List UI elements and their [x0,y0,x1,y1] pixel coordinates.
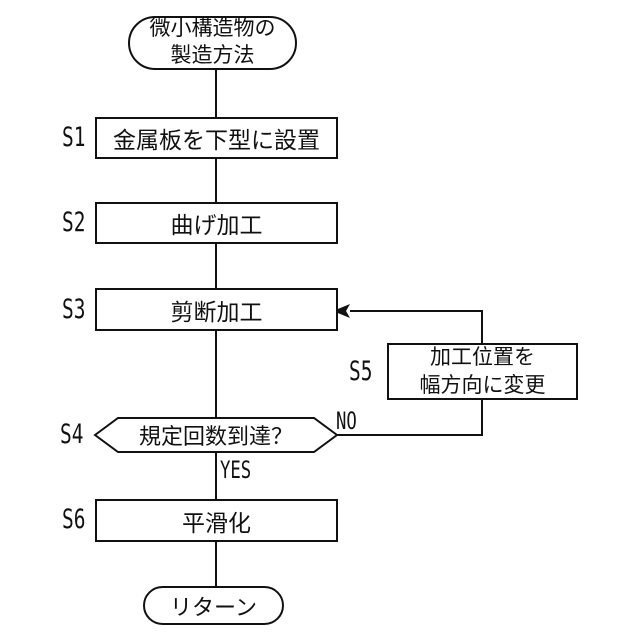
process-box-s3: 剪断加工 [95,288,338,331]
yes-branch-label: YES [220,456,252,484]
step-label-s5: S5 [349,356,373,387]
connector-s5-to-s3-loop [350,310,483,343]
process-box-s5: 加工位置を 幅方向に変更 [387,343,578,400]
no-branch-label: NO [336,407,357,435]
decision-label-s4: 規定回数到達？ [138,424,293,449]
decision-shape-s4 [93,417,339,453]
step-label-s6: S6 [62,504,86,535]
process-box-s2: 曲げ加工 [95,202,338,244]
arrowhead-left-icon [333,304,350,318]
step-label-s1: S1 [62,122,86,153]
step-label-s2: S2 [62,207,86,238]
connector-s4-to-s5-no [337,400,483,436]
end-terminal: リターン [143,586,284,625]
process-box-s6: 平滑化 [95,499,338,542]
process-box-s1: 金属板を下型に設置 [95,117,338,159]
step-label-s4: S4 [60,419,84,450]
step-label-s3: S3 [62,294,86,325]
start-terminal: 微小構造物の 製造方法 [128,16,297,70]
